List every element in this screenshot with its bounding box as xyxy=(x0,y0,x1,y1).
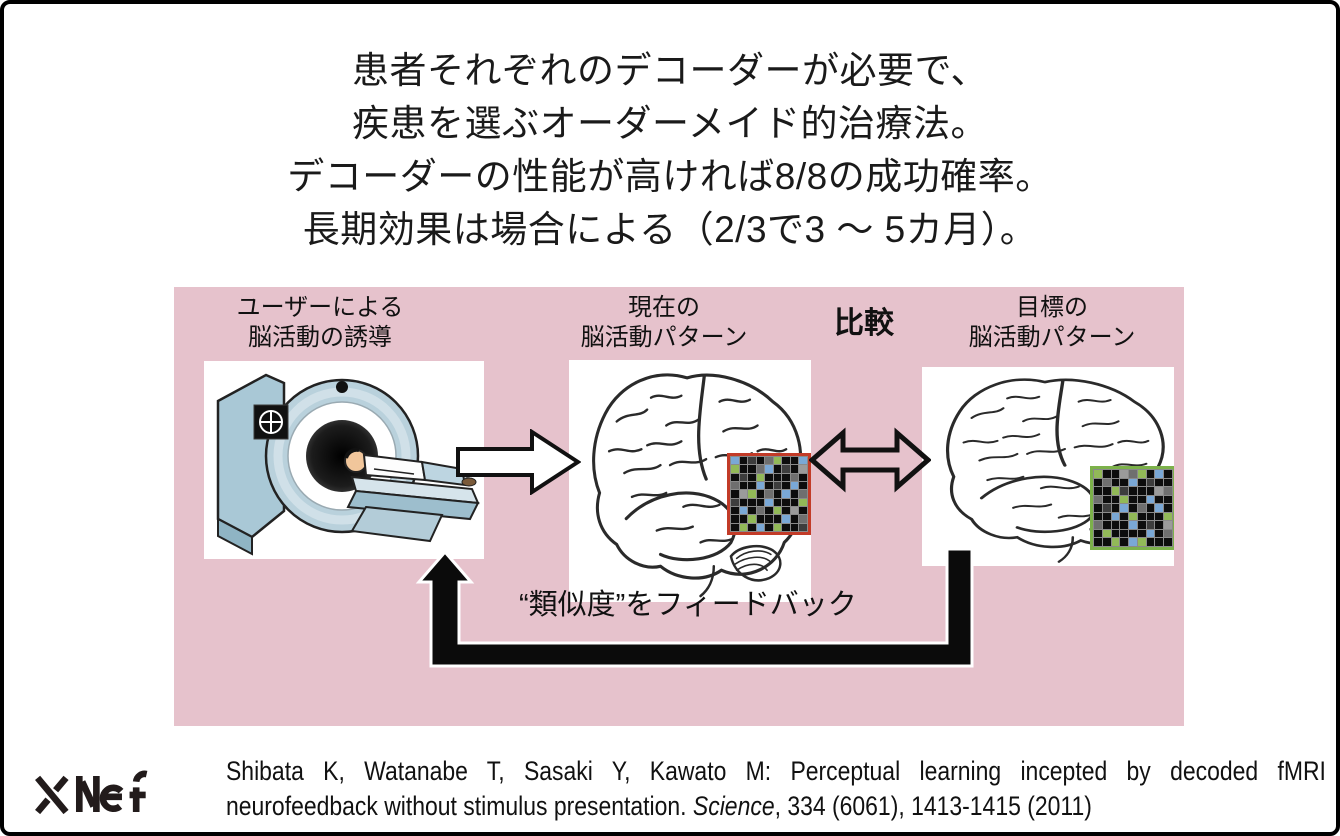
citation: Shibata K, Watanabe T, Sasaki Y, Kawato … xyxy=(226,754,1326,824)
headline-line-1: 患者それぞれのデコーダーが必要で、 xyxy=(351,50,989,91)
citation-line-1: Shibata K, Watanabe T, Sasaki Y, Kawato … xyxy=(226,756,1326,786)
label-target-pattern-line1: 目標の xyxy=(1016,294,1088,321)
patient-on-bed xyxy=(344,447,480,543)
headline-line-2: 疾患を選ぶオーダーメイド的治療法。 xyxy=(351,103,989,144)
label-user-induction-line1: ユーザーによる xyxy=(236,294,404,321)
label-user-induction-line2: 脳活動の誘導 xyxy=(248,324,392,351)
current-brain-panel xyxy=(569,360,811,602)
diagram-stage: ユーザーによる 脳活動の誘導 現在の 脳活動パターン 比較 目標の 脳活動パター… xyxy=(174,287,1184,726)
mri-scanner-illustration xyxy=(216,373,480,556)
label-user-induction: ユーザーによる 脳活動の誘導 xyxy=(200,293,440,353)
headline: 患者それぞれのデコーダーが必要で、 疾患を選ぶオーダーメイド的治療法。 デコーダ… xyxy=(4,44,1336,256)
scanner-logo-plate xyxy=(253,404,289,440)
label-current-pattern-line2: 脳活動パターン xyxy=(580,324,748,351)
compare-double-arrow-icon xyxy=(809,427,931,493)
citation-line2-text: neurofeedback without stimulus presentat… xyxy=(226,791,693,821)
citation-journal-name: Science xyxy=(692,791,775,821)
label-target-pattern: 目標の 脳活動パターン xyxy=(932,293,1172,353)
target-brain-panel xyxy=(922,367,1174,566)
feedback-arrow-icon xyxy=(415,547,974,668)
citation-line-2: neurofeedback without stimulus presentat… xyxy=(226,789,1326,824)
citation-line2-rest: , 334 (6061), 1413-1415 (2011) xyxy=(774,791,1092,821)
headline-line-3: デコーダーの性能が高ければ8/8の成功確率。 xyxy=(287,156,1053,197)
feedback-label: “類似度”をフィードバック xyxy=(519,589,857,621)
xnef-logo xyxy=(35,770,148,815)
label-current-pattern-line1: 現在の xyxy=(628,294,700,321)
target-activity-voxel-grid xyxy=(1090,466,1174,550)
current-activity-voxel-grid xyxy=(727,453,811,535)
headline-line-4: 長期効果は場合による（2/3で3 ～ 5カ月）。 xyxy=(302,209,1038,250)
label-current-pattern: 現在の 脳活動パターン xyxy=(544,293,784,353)
label-compare: 比較 xyxy=(834,307,894,340)
scanner-dot xyxy=(336,381,348,393)
forward-arrow-icon xyxy=(456,429,581,495)
label-target-pattern-line2: 脳活動パターン xyxy=(968,324,1136,351)
mri-scanner-panel xyxy=(204,361,484,559)
